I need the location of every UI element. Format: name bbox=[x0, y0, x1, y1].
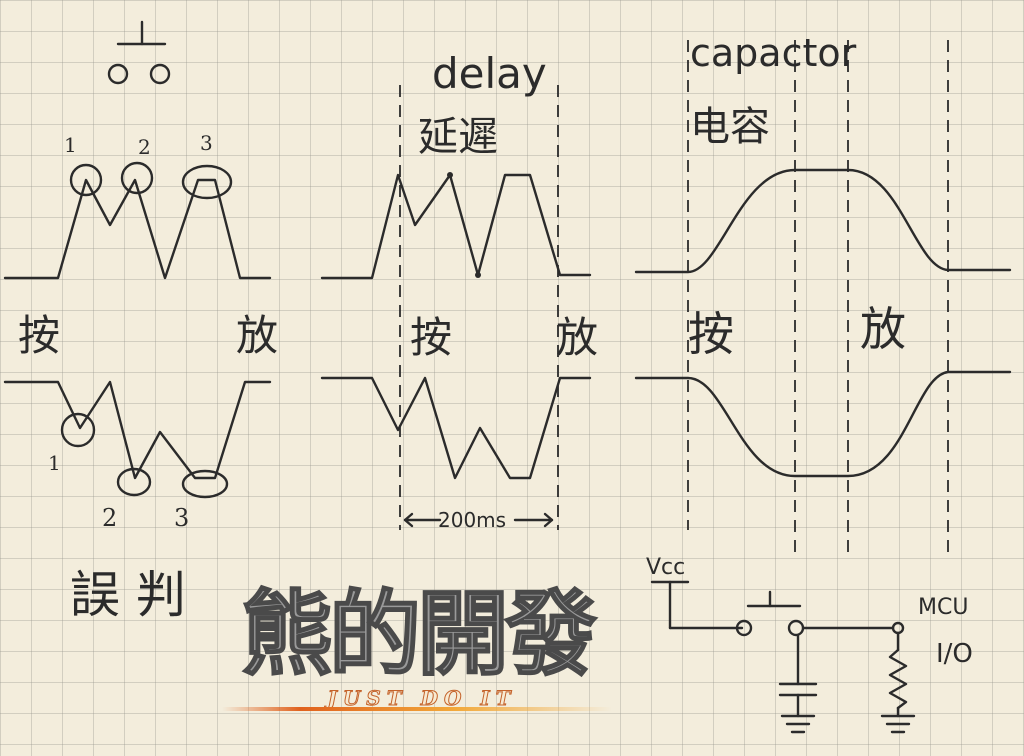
switch-contact-right bbox=[787, 619, 805, 637]
watermark-sub-text: JUST DO IT bbox=[327, 686, 517, 711]
bounce-circle-1 bbox=[69, 163, 103, 197]
bounce-bottom-number-1: 1 bbox=[48, 451, 61, 475]
delay-release-label: 放 bbox=[556, 313, 598, 362]
delay-duration-arrow bbox=[403, 512, 554, 528]
watermark-logo: 熊的開發 JUST DO IT bbox=[222, 580, 612, 720]
bounce-bottom-circle-2 bbox=[116, 467, 152, 497]
delay-press-label: 按 bbox=[410, 313, 452, 362]
switch-contact-left bbox=[735, 619, 753, 637]
mcu-pin bbox=[891, 621, 905, 635]
bounce-bottom-number-2: 2 bbox=[102, 504, 117, 532]
delay-peak-dot bbox=[447, 172, 453, 178]
mcu-label: MCU bbox=[918, 595, 968, 620]
resistor-symbol bbox=[888, 648, 908, 710]
capacitor-title-zh: 电容 bbox=[690, 104, 770, 150]
delay-top-dot bbox=[475, 272, 481, 278]
capacitor-panel: capactor 电容 按 放 bbox=[634, 31, 1012, 560]
delay-bottom-waveform bbox=[320, 376, 592, 480]
watermark-underline bbox=[222, 707, 612, 711]
watermark-main-text: 熊的開發 bbox=[240, 580, 598, 689]
bounce-panel: 1 2 3 按 放 1 2 3 誤 判 bbox=[3, 131, 278, 624]
delay-title-zh: 延遲 bbox=[418, 114, 498, 160]
capacitor-top-waveform bbox=[634, 168, 1012, 274]
bounce-number-1: 1 bbox=[64, 133, 77, 157]
false-trigger-caption: 誤 判 bbox=[70, 566, 186, 624]
bounce-circle-3 bbox=[181, 164, 233, 200]
circuit-schematic: Vcc MCU I/O bbox=[646, 555, 973, 734]
bounce-bottom-circle-3 bbox=[181, 469, 229, 499]
bounce-top-waveform bbox=[3, 178, 272, 280]
delay-title: delay bbox=[432, 49, 547, 98]
delay-top-waveform bbox=[320, 173, 592, 280]
bounce-bottom-number-3: 3 bbox=[174, 504, 189, 532]
capacitor-title: capactor bbox=[690, 31, 857, 75]
delay-duration-label: 200ms bbox=[438, 508, 506, 532]
bounce-number-3: 3 bbox=[200, 131, 213, 155]
bounce-circle-2 bbox=[120, 161, 154, 195]
vcc-label: Vcc bbox=[646, 555, 685, 580]
bounce-release-label: 放 bbox=[236, 311, 278, 360]
capacitor-bottom-waveform bbox=[634, 370, 1012, 478]
bounce-press-label: 按 bbox=[18, 311, 60, 360]
delay-panel: delay 延遲 按 放 200ms bbox=[320, 49, 598, 532]
capacitor-press-label: 按 bbox=[688, 307, 734, 361]
push-button-symbol bbox=[107, 20, 171, 85]
bounce-number-2: 2 bbox=[138, 135, 151, 159]
bounce-bottom-waveform bbox=[3, 380, 272, 480]
bounce-bottom-circle-1 bbox=[60, 412, 96, 448]
io-label: I/O bbox=[936, 639, 973, 669]
capacitor-release-label: 放 bbox=[860, 302, 906, 356]
